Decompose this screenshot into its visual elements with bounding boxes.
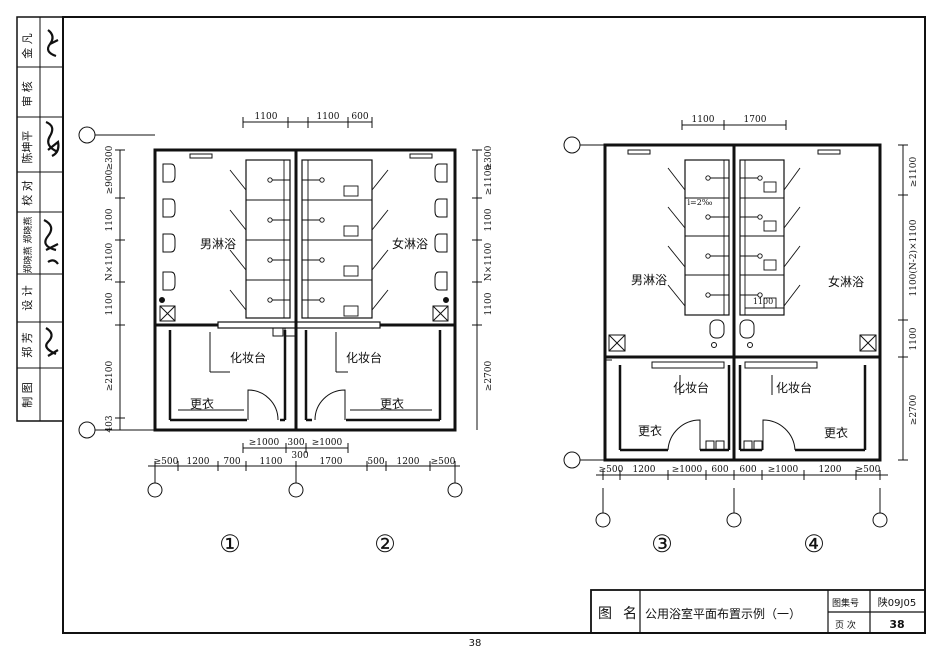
dim-bottom-1: ≥500: [154, 457, 179, 467]
dim-bottom-5: 1700: [320, 457, 343, 467]
signoff-label-5: 郑晓燕 郑晓燕: [22, 217, 34, 274]
plan1-shower-label: 男淋浴: [200, 237, 236, 251]
page-number: 38: [469, 638, 482, 649]
dim-left-6: ≥2100: [105, 361, 115, 392]
dim-bottom34-2: 1200: [633, 465, 656, 475]
plan-number-3: ③: [651, 530, 673, 558]
dim-bottom-8: ≥500: [431, 457, 456, 467]
signoff-label-2: 审 核: [20, 81, 34, 107]
dim-right-6: ≥2700: [484, 361, 494, 392]
signature-marks: [43, 29, 60, 357]
dim-bottom-inner-2: 300: [287, 438, 304, 448]
plan-number-2: ②: [374, 530, 396, 558]
dim-bottom-6: 500: [367, 457, 384, 467]
dim-bottom-2: 1200: [187, 457, 210, 467]
dim-bottom34-3: ≥1000: [672, 465, 703, 475]
plan4-shower-label: 女淋浴: [828, 274, 864, 289]
plan3-vanity-label: 化妆台: [673, 380, 709, 395]
signoff-label-6: 设 计: [21, 285, 34, 311]
dim-right34-1: ≥1100: [909, 157, 919, 188]
dim-right-3: 1100: [484, 208, 494, 231]
dim-bottom34-7: 1200: [819, 465, 842, 475]
dim-bottom34-8: ≥500: [856, 465, 881, 475]
dim-bottom-7: 1200: [397, 457, 420, 467]
dim-bottom34-1: ≥500: [599, 465, 624, 475]
dim-top-1: 1100: [255, 112, 278, 122]
dim-left-7: 403: [105, 415, 115, 432]
dim-bottom34-4: 600: [711, 465, 728, 475]
dim-bottom-inner-3: ≥1000: [312, 438, 343, 448]
dim-left-1: ≥300: [105, 145, 115, 170]
signoff-label-1: 金 凡: [20, 33, 34, 59]
dim-left-3: 1100: [105, 208, 115, 231]
plan2-shower-label: 女淋浴: [392, 236, 428, 251]
dim-bottom-4: 1100: [260, 457, 283, 467]
atlas-label: 图集号: [832, 597, 859, 609]
slope-note: i=2‰: [687, 198, 712, 207]
dim-right-4: N×1100: [484, 243, 494, 282]
dim-bottom34-6: ≥1000: [768, 465, 799, 475]
dim-top-4: 1100: [692, 115, 715, 125]
plan4-vanity-label: 化妆台: [776, 380, 812, 395]
plan4-changing-label: 更衣: [824, 425, 848, 440]
dim-top-3: 600: [351, 112, 368, 122]
dim-left-5: 1100: [105, 292, 115, 315]
plan1-vanity-label: 化妆台: [230, 350, 266, 365]
drawing-title: 公用浴室平面布置示例（一）: [645, 606, 801, 621]
dim-right34-2: 1100(N-2)×1100: [908, 219, 919, 296]
dim-bottom-inner-1: ≥1000: [249, 438, 280, 448]
signoff-label-4: 校 对: [20, 180, 34, 206]
dim-right-1: ≥300: [484, 145, 494, 170]
dim-top-5: 1700: [744, 115, 767, 125]
dim-right-5: 1100: [484, 292, 494, 315]
page-label: 页 次: [835, 619, 856, 631]
dim-right34-3: 1100: [909, 327, 919, 350]
signoff-label-8: 制 图: [21, 382, 34, 408]
dim-bottom34-5: 600: [739, 465, 756, 475]
plan-number-1: ①: [219, 530, 241, 558]
plan1-changing-label: 更衣: [190, 396, 214, 411]
plan3-shower-label: 男淋浴: [631, 273, 667, 287]
inner-dim-1100: 1100: [753, 297, 773, 306]
page-value: 38: [889, 618, 904, 631]
signoff-label-7: 郑 芳: [20, 332, 34, 358]
title-label-2: 名: [623, 606, 637, 622]
dim-left-4: N×1100: [105, 243, 115, 282]
dim-bottom-inner-4: 300: [291, 451, 308, 461]
plan2-changing-label: 更衣: [380, 396, 404, 411]
plan-number-4: ④: [803, 530, 825, 558]
plan2-vanity-label: 化妆台: [346, 350, 382, 365]
dim-top-2: 1100: [317, 112, 340, 122]
dim-bottom-3: 700: [223, 457, 240, 467]
title-block: [590, 589, 926, 634]
signoff-label-3: 陈坤平: [20, 131, 34, 164]
dim-left-2: ≥900: [105, 169, 115, 194]
dim-right-2: ≥1100: [484, 165, 494, 196]
dim-right34-4: ≥2700: [909, 395, 919, 426]
plan3-changing-label: 更衣: [638, 423, 662, 438]
title-label-1: 图: [598, 606, 612, 622]
atlas-value: 陕09J05: [878, 596, 916, 609]
